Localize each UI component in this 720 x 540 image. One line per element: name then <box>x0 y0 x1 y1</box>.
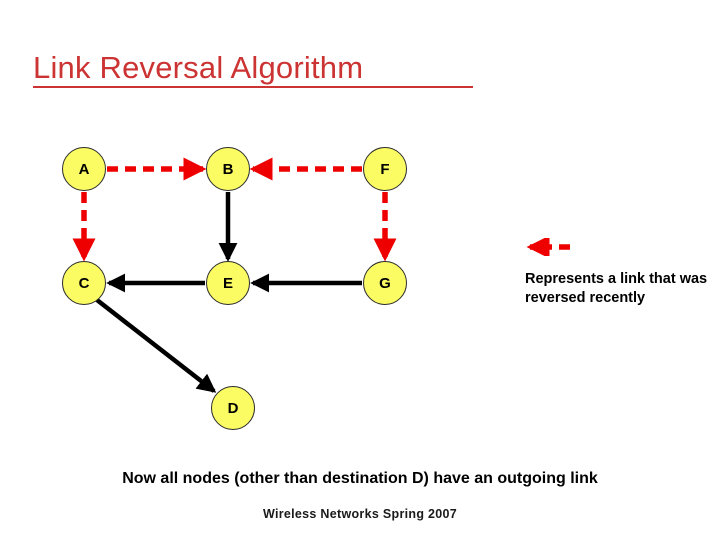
dashed-left-arrow-icon <box>526 238 570 256</box>
slide-caption: Now all nodes (other than destination D)… <box>122 470 598 487</box>
graph-node-d-label: D <box>227 399 239 417</box>
graph-node-e[interactable]: E <box>206 261 250 305</box>
slide-footer: Wireless Networks Spring 2007 <box>262 507 458 521</box>
title-underline <box>33 86 473 88</box>
graph-node-f-label: F <box>380 160 390 178</box>
graph-node-a-label: A <box>78 160 90 178</box>
legend-label: Represents a link that was reversed rece… <box>525 271 708 306</box>
graph-node-b[interactable]: B <box>206 147 250 191</box>
graph-node-g[interactable]: G <box>363 261 407 305</box>
graph-node-c[interactable]: C <box>62 261 106 305</box>
graph-node-a[interactable]: A <box>62 147 106 191</box>
graph-node-d[interactable]: D <box>211 386 255 430</box>
graph-node-b-label: B <box>222 160 234 178</box>
graph-node-e-label: E <box>222 274 233 292</box>
graph-node-g-label: G <box>379 274 391 292</box>
graph-node-c-label: C <box>78 274 90 292</box>
page-title: Link Reversal Algorithm <box>33 50 364 85</box>
graph-node-f[interactable]: F <box>363 147 407 191</box>
link-c-to-d <box>95 298 217 393</box>
